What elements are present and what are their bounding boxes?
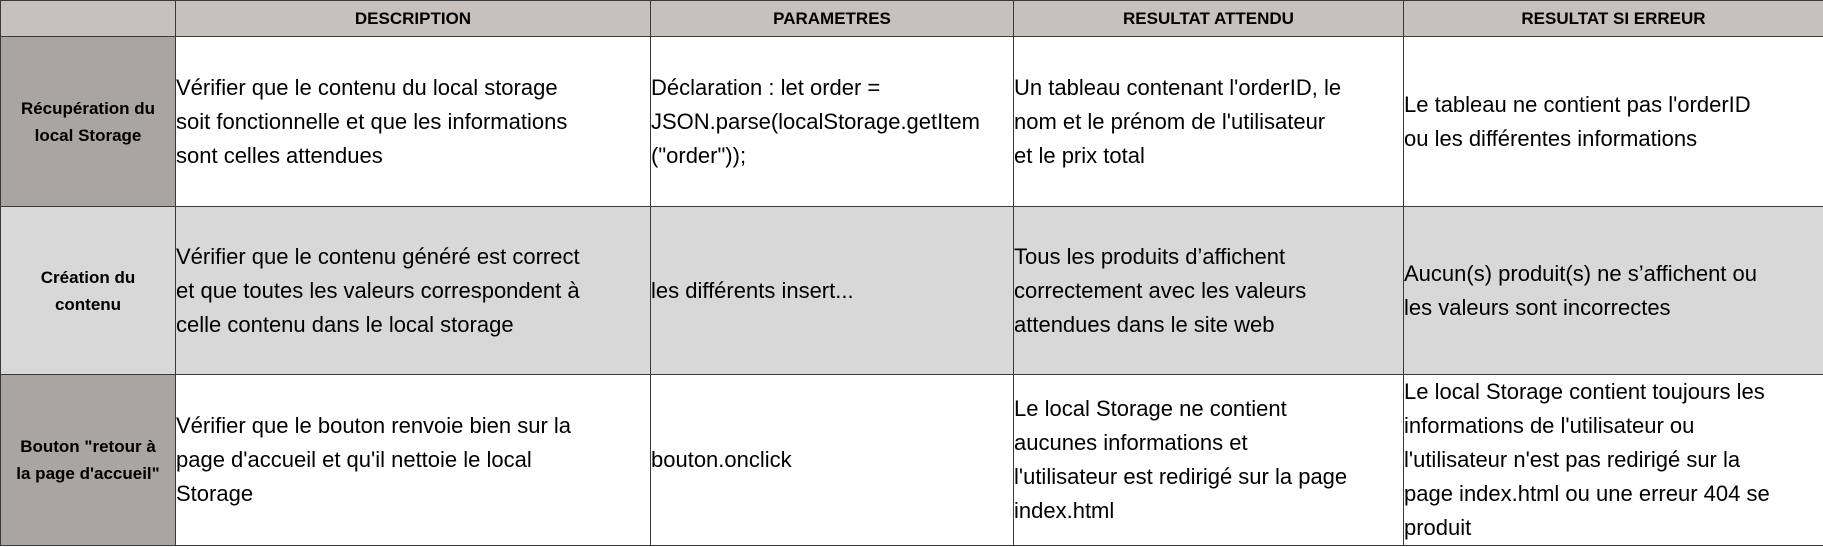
header-corner-cell[interactable] [0, 0, 176, 37]
resultat-erreur-cell[interactable]: Le local Storage contient toujours les i… [1403, 374, 1823, 546]
description-cell[interactable]: Vérifier que le bouton renvoie bien sur … [175, 374, 651, 546]
header-resultat-attendu[interactable]: RESULTAT ATTENDU [1013, 0, 1404, 37]
header-row: DESCRIPTION PARAMETRES RESULTAT ATTENDU … [0, 0, 1823, 37]
row-label-bouton-retour[interactable]: Bouton "retour à la page d'accueil" [0, 374, 176, 546]
resultat-attendu-cell[interactable]: Un tableau contenant l'orderID, le nom e… [1013, 36, 1404, 207]
table-row: Bouton "retour à la page d'accueil" Véri… [0, 374, 1823, 546]
description-cell[interactable]: Vérifier que le contenu du local storage… [175, 36, 651, 207]
row-label-recuperation[interactable]: Récupération du local Storage [0, 36, 176, 207]
resultat-attendu-cell[interactable]: Tous les produits d’affichent correcteme… [1013, 206, 1404, 375]
header-description[interactable]: DESCRIPTION [175, 0, 651, 37]
row-label-creation[interactable]: Création du contenu [0, 206, 176, 375]
table-row: Récupération du local Storage Vérifier q… [0, 36, 1823, 207]
header-resultat-si-erreur[interactable]: RESULTAT SI ERREUR [1403, 0, 1823, 37]
description-cell[interactable]: Vérifier que le contenu généré est corre… [175, 206, 651, 375]
resultat-attendu-cell[interactable]: Le local Storage ne contient aucunes inf… [1013, 374, 1404, 546]
resultat-erreur-cell[interactable]: Le tableau ne contient pas l'orderID ou … [1403, 36, 1823, 207]
parametres-cell[interactable]: Déclaration : let order = JSON.parse(loc… [650, 36, 1014, 207]
resultat-erreur-cell[interactable]: Aucun(s) produit(s) ne s’affichent ou le… [1403, 206, 1823, 375]
header-parametres[interactable]: PARAMETRES [650, 0, 1014, 37]
parametres-cell[interactable]: bouton.onclick [650, 374, 1014, 546]
parametres-cell[interactable]: les différents insert... [650, 206, 1014, 375]
table-row: Création du contenu Vérifier que le cont… [0, 206, 1823, 375]
